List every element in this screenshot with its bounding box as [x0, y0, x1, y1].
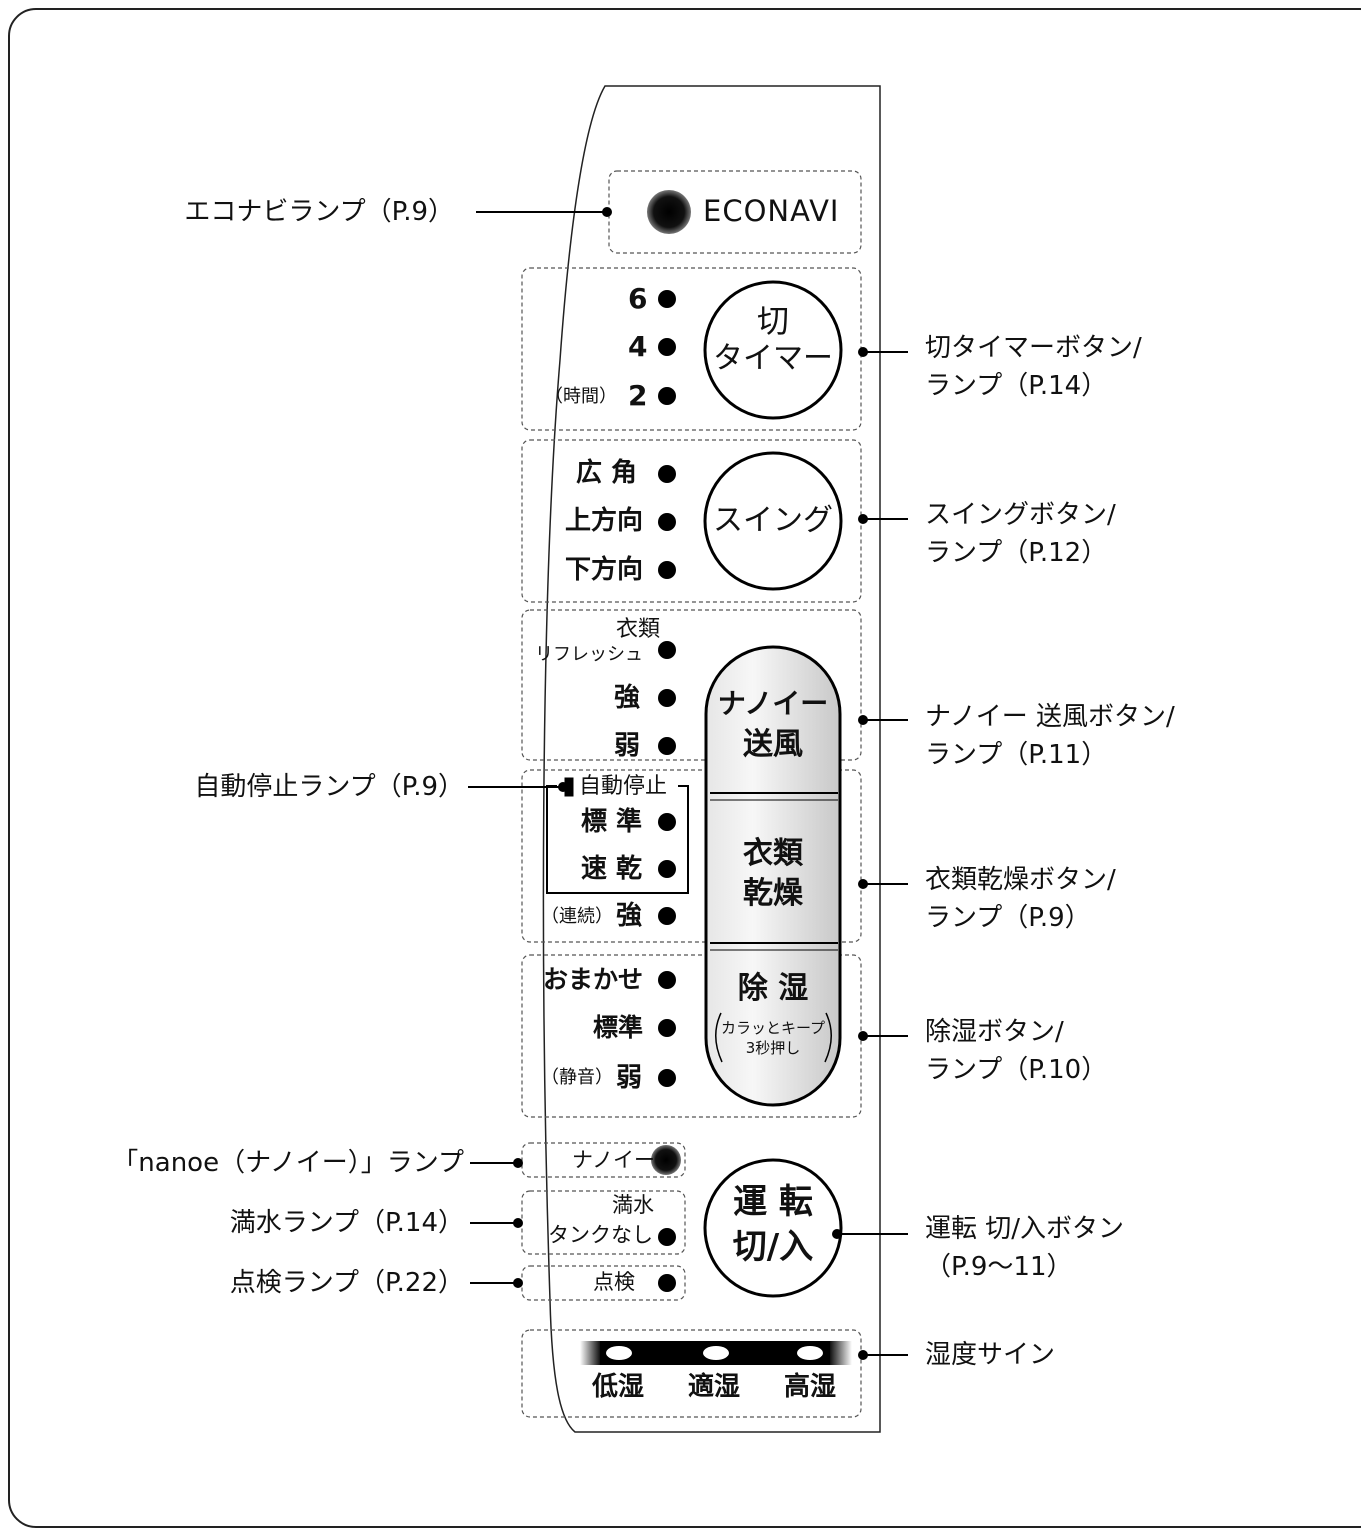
callout-humidity-sign: 湿度サイン: [925, 1340, 1056, 1370]
callout-off-timer-line1: 切タイマーボタン/: [925, 333, 1142, 363]
swing-button-label[interactable]: スイング: [713, 503, 833, 538]
dehum-button-label[interactable]: 除 湿: [737, 971, 809, 1006]
callout-power-line1: 運転 切/入ボタン: [925, 1214, 1125, 1244]
nanoe-lamp: [651, 1145, 681, 1175]
callout-nanoe-fan-line2: ランプ（P.11）: [925, 740, 1108, 770]
dehum-standard-label: 標準: [593, 1013, 644, 1042]
callout-nanoe-fan-line1: ナノイー 送風ボタン/: [925, 702, 1175, 732]
callout-swing-line2: ランプ（P.12）: [925, 538, 1108, 568]
callout-nanoe-lamp: 「nanoe（ナノイー）」ランプ: [112, 1148, 464, 1178]
swing-down-label: 下方向: [565, 555, 644, 585]
dry-box: [521, 769, 862, 943]
humidity-high-led: [797, 1346, 823, 1360]
off-timer-button: [703, 280, 843, 420]
dehum-auto-dot: [658, 971, 676, 989]
humidity-mid-led: [703, 1346, 729, 1360]
dry-button-label-1[interactable]: 衣類: [743, 836, 803, 871]
full-water-dot: [658, 1228, 676, 1246]
dry-strong-label: 強: [616, 901, 643, 931]
swing-down-dot: [658, 561, 676, 579]
check-label: 点検: [593, 1270, 635, 1294]
dry-continuous-label: （連続）: [541, 906, 613, 927]
swing-wide-dot: [658, 465, 676, 483]
nanoe-fan-button-label-2[interactable]: 送風: [743, 727, 803, 762]
refresh-label-2: リフレッシュ: [535, 644, 643, 665]
econavi-text: ECONAVI: [703, 194, 840, 228]
timer-4-label: 4: [628, 330, 648, 363]
nanoe-fan-button-label-1[interactable]: ナノイー: [717, 687, 829, 720]
callout-off-timer-line2: ランプ（P.14）: [925, 371, 1108, 401]
econavi-lamp: [647, 190, 691, 234]
callout-power-line2: （P.9〜11）: [925, 1252, 1073, 1282]
dehum-weak-dot: [658, 1069, 676, 1087]
nanoe-weak-dot: [658, 737, 676, 755]
econavi-box: [608, 170, 862, 254]
timer-4-dot: [658, 338, 676, 356]
power-button-label-2[interactable]: 切/入: [732, 1227, 814, 1267]
refresh-dot: [658, 641, 676, 659]
timer-6-dot: [658, 290, 676, 308]
nanoe-strong-dot: [658, 689, 676, 707]
humidity-low-led: [606, 1346, 632, 1360]
mode-pill-button: [704, 645, 842, 1107]
refresh-label-1: 衣類: [616, 617, 661, 642]
callout-clothes-dry-line1: 衣類乾燥ボタン/: [925, 865, 1116, 895]
off-timer-button-label-1[interactable]: 切: [756, 302, 789, 340]
power-button-label-1[interactable]: 運 転: [733, 1182, 813, 1222]
timer-2-label: 2: [628, 379, 648, 412]
callout-auto-stop-lamp: 自動停止ランプ（P.9）: [194, 772, 464, 802]
swing-up-dot: [658, 513, 676, 531]
dehum-quiet-label: （静音）: [541, 1067, 613, 1088]
dry-standard-label: 標 準: [581, 807, 643, 837]
full-water-label-1: 満水: [612, 1193, 654, 1217]
humidity-box: [521, 1329, 862, 1418]
callout-econavi-lamp: エコナビランプ（P.9）: [184, 197, 454, 227]
dehum-auto-label: おまかせ: [543, 965, 644, 994]
dehum-button-sub-2: 3秒押し: [745, 1039, 801, 1057]
humidity-high-label: 高湿: [784, 1372, 837, 1402]
swing-wide-label: 広 角: [576, 458, 638, 488]
callout-full-water-lamp: 満水ランプ（P.14）: [229, 1208, 464, 1238]
auto-stop-title: 自動停止: [579, 774, 668, 799]
timer-unit-label: （時間）: [545, 386, 617, 407]
check-dot: [658, 1274, 676, 1292]
humidity-low-label: 低湿: [592, 1372, 645, 1402]
timer-2-dot: [658, 387, 676, 405]
dehum-standard-dot: [658, 1019, 676, 1037]
dry-fast-dot: [658, 860, 676, 878]
dry-button-label-2[interactable]: 乾燥: [743, 876, 803, 911]
callout-check-lamp: 点検ランプ（P.22）: [229, 1268, 464, 1298]
callout-dehumidify-line2: ランプ（P.10）: [925, 1055, 1108, 1085]
swing-button: [703, 451, 843, 591]
dehum-button-sub-1: カラッとキープ: [720, 1019, 826, 1037]
off-timer-button-label-2[interactable]: タイマー: [713, 341, 833, 376]
dehum-weak-label: 弱: [616, 1063, 643, 1093]
nanoe-fan-box: [521, 609, 862, 761]
humidity-bar-right-fade: [830, 1341, 852, 1365]
dry-standard-dot: [658, 813, 676, 831]
swing-up-label: 上方向: [565, 506, 644, 536]
nanoe-lamp-label: ナノイー: [572, 1148, 655, 1172]
callout-clothes-dry-line2: ランプ（P.9）: [925, 903, 1091, 933]
humidity-mid-label: 適湿: [688, 1372, 741, 1402]
nanoe-weak-label: 弱: [614, 731, 641, 761]
timer-6-label: 6: [628, 282, 648, 315]
power-button: [703, 1158, 843, 1298]
nanoe-strong-label: 強: [614, 683, 641, 713]
dry-strong-dot: [658, 907, 676, 925]
full-water-label-2: タンクなし: [548, 1223, 653, 1247]
dry-fast-label: 速 乾: [581, 854, 643, 884]
humidity-bar-left-fade: [580, 1341, 600, 1365]
callout-dehumidify-line1: 除湿ボタン/: [925, 1017, 1064, 1047]
callout-swing-line1: スイングボタン/: [925, 500, 1116, 530]
